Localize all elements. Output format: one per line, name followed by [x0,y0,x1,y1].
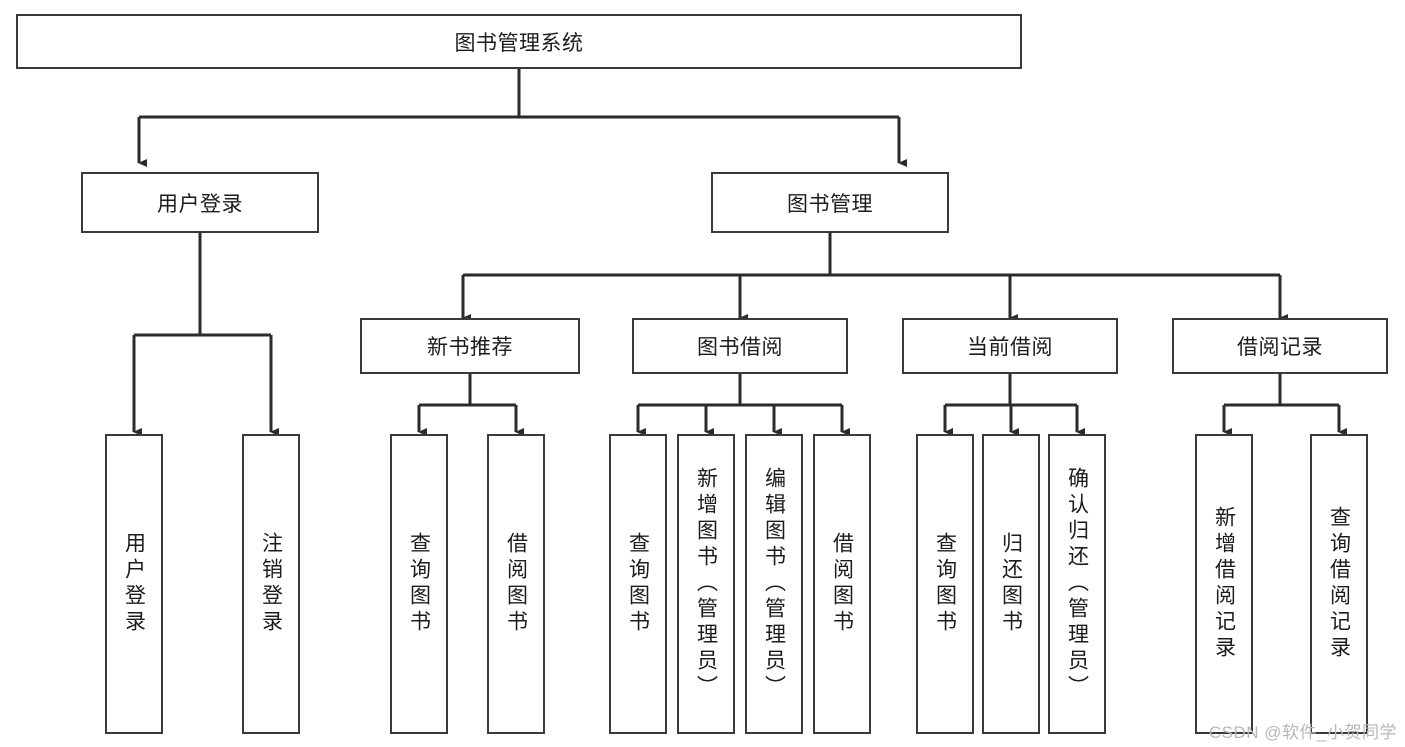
node-new-book-recommend-label: 新书推荐 [427,336,513,359]
watermark: CSDN @软件_小贺同学 [1208,723,1397,742]
leaf-borrow-book-1[interactable]: 借阅图书 [487,434,545,734]
node-root[interactable]: 图书管理系统 [16,14,1022,69]
leaf-confirm-return[interactable]: 确认归还（管理员） [1048,434,1106,734]
leaf-user-login-label: 用户登录 [122,532,146,636]
node-borrow-record[interactable]: 借阅记录 [1172,318,1388,374]
leaf-confirm-return-label: 确认归还（管理员） [1065,467,1089,701]
node-root-label: 图书管理系统 [454,31,584,55]
node-new-book-recommend[interactable]: 新书推荐 [360,318,580,374]
node-borrow-record-label: 借阅记录 [1237,336,1323,359]
leaf-query-book-1[interactable]: 查询图书 [390,434,448,734]
leaf-query-record[interactable]: 查询借阅记录 [1310,434,1368,734]
leaf-edit-book[interactable]: 编辑图书（管理员） [745,434,803,734]
leaf-query-book-3-label: 查询图书 [933,532,957,636]
leaf-logout-login[interactable]: 注销登录 [242,434,300,734]
node-book-borrow[interactable]: 图书借阅 [632,318,848,374]
node-user-login-label: 用户登录 [157,192,243,216]
leaf-query-book-2[interactable]: 查询图书 [609,434,667,734]
leaf-logout-login-label: 注销登录 [259,532,283,636]
leaf-borrow-book-1-label: 借阅图书 [504,532,528,636]
node-book-management[interactable]: 图书管理 [711,172,949,233]
node-current-borrow-label: 当前借阅 [967,336,1053,359]
leaf-user-login[interactable]: 用户登录 [105,434,163,734]
leaf-return-book-label: 归还图书 [999,532,1023,636]
leaf-add-record[interactable]: 新增借阅记录 [1195,434,1253,734]
leaf-add-record-label: 新增借阅记录 [1212,506,1236,662]
leaf-query-book-1-label: 查询图书 [407,532,431,636]
leaf-return-book[interactable]: 归还图书 [982,434,1040,734]
leaf-edit-book-label: 编辑图书（管理员） [762,467,786,701]
node-current-borrow[interactable]: 当前借阅 [902,318,1118,374]
leaf-add-book[interactable]: 新增图书（管理员） [677,434,735,734]
leaf-borrow-book-2-label: 借阅图书 [830,532,854,636]
node-book-borrow-label: 图书借阅 [697,336,783,359]
leaf-query-book-3[interactable]: 查询图书 [916,434,974,734]
node-book-management-label: 图书管理 [787,192,873,216]
leaf-query-book-2-label: 查询图书 [626,532,650,636]
leaf-borrow-book-2[interactable]: 借阅图书 [813,434,871,734]
leaf-query-record-label: 查询借阅记录 [1327,506,1351,662]
node-user-login[interactable]: 用户登录 [81,172,319,233]
leaf-add-book-label: 新增图书（管理员） [694,467,718,701]
